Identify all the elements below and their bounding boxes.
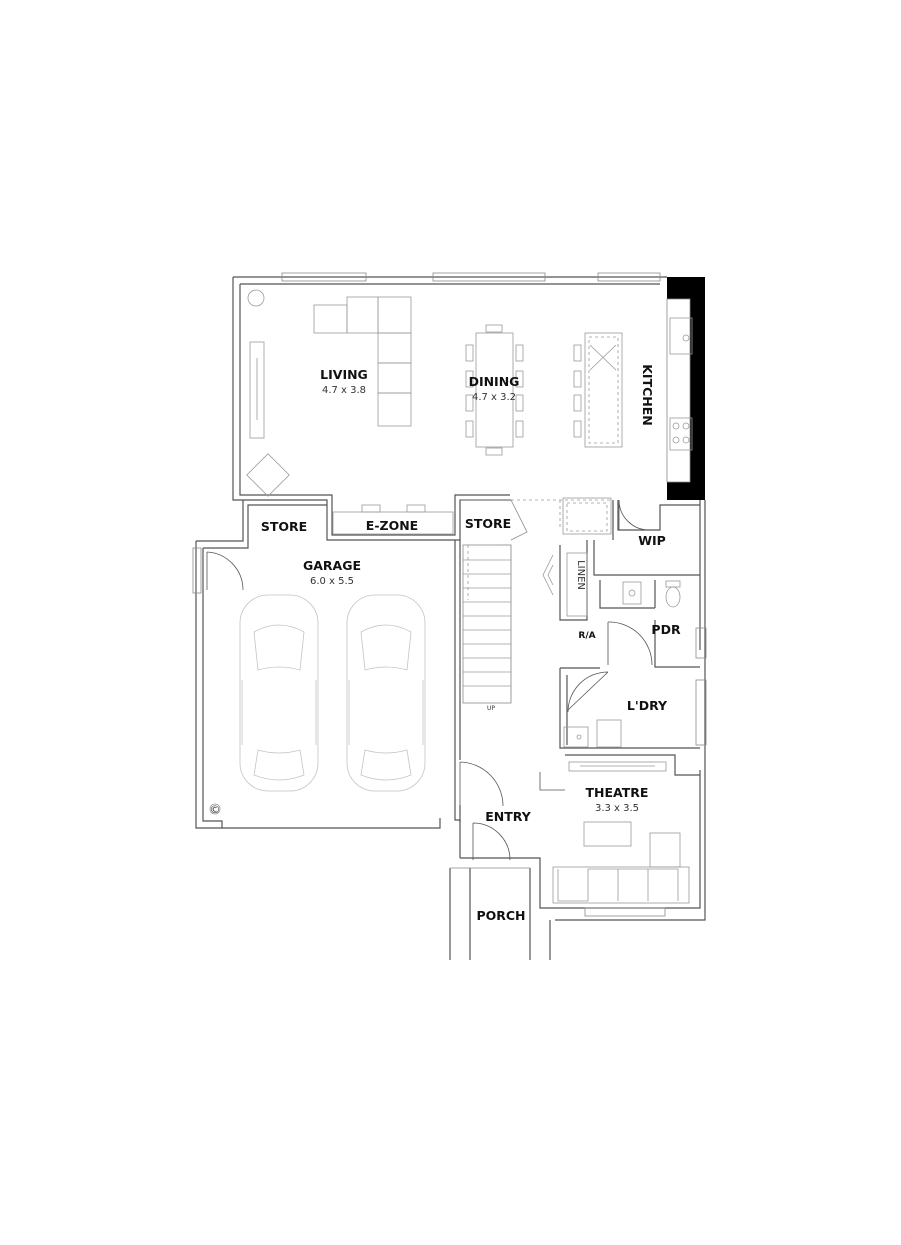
garage-label: GARAGE xyxy=(303,558,361,573)
garage-size: 6.0 x 5.5 xyxy=(310,576,354,587)
dining-furniture xyxy=(465,324,623,456)
service-walls xyxy=(542,500,700,776)
plant-icon xyxy=(247,289,265,307)
basin-icon xyxy=(622,581,642,605)
car-right xyxy=(346,594,426,792)
kitchen-feature-wall xyxy=(666,277,705,500)
e-zone-desk xyxy=(332,504,454,535)
pdr-label: PDR xyxy=(651,622,681,637)
exterior-walls xyxy=(192,272,707,960)
cooktop-icon xyxy=(669,417,693,451)
copyright-mark: © xyxy=(210,803,221,816)
living-furniture xyxy=(246,289,412,497)
car-left xyxy=(239,594,319,792)
copyright-icon xyxy=(209,803,221,815)
stair-up-label: UP xyxy=(487,705,495,712)
entry-label: ENTRY xyxy=(485,809,531,824)
tv-unit xyxy=(249,341,265,439)
laundry-label: L'DRY xyxy=(627,698,668,713)
armchair xyxy=(246,453,290,497)
stair-store-label: STORE xyxy=(465,516,511,531)
garage-store-label: STORE xyxy=(261,519,307,534)
ra-label: R/A xyxy=(578,631,595,641)
dining-table xyxy=(475,332,514,448)
dining-label: DINING xyxy=(469,374,520,389)
room-labels: LIVING 4.7 x 3.8 DINING 4.7 x 3.2 KITCHE… xyxy=(210,364,681,923)
kitchen-sink-icon xyxy=(669,317,693,355)
living-label: LIVING xyxy=(320,367,368,382)
garage-cars xyxy=(239,594,426,792)
toilet-icon xyxy=(665,586,681,608)
theatre-label: THEATRE xyxy=(586,785,649,800)
kitchen-island xyxy=(584,332,623,448)
laundry-tub-icon xyxy=(563,726,589,748)
theatre-size: 3.3 x 3.5 xyxy=(595,803,639,814)
dining-size: 4.7 x 3.2 xyxy=(472,392,516,403)
theatre-furniture xyxy=(552,761,690,904)
living-size: 4.7 x 3.8 xyxy=(322,385,366,396)
kitchen-label: KITCHEN xyxy=(640,364,655,426)
porch-label: PORCH xyxy=(476,908,525,923)
washing-machine xyxy=(596,719,622,748)
stair-area xyxy=(460,497,612,704)
e-zone-label: E-ZONE xyxy=(366,518,418,533)
door-swings xyxy=(206,499,653,861)
linen-label: LINEN xyxy=(575,560,586,590)
wip-label: WIP xyxy=(638,533,666,548)
